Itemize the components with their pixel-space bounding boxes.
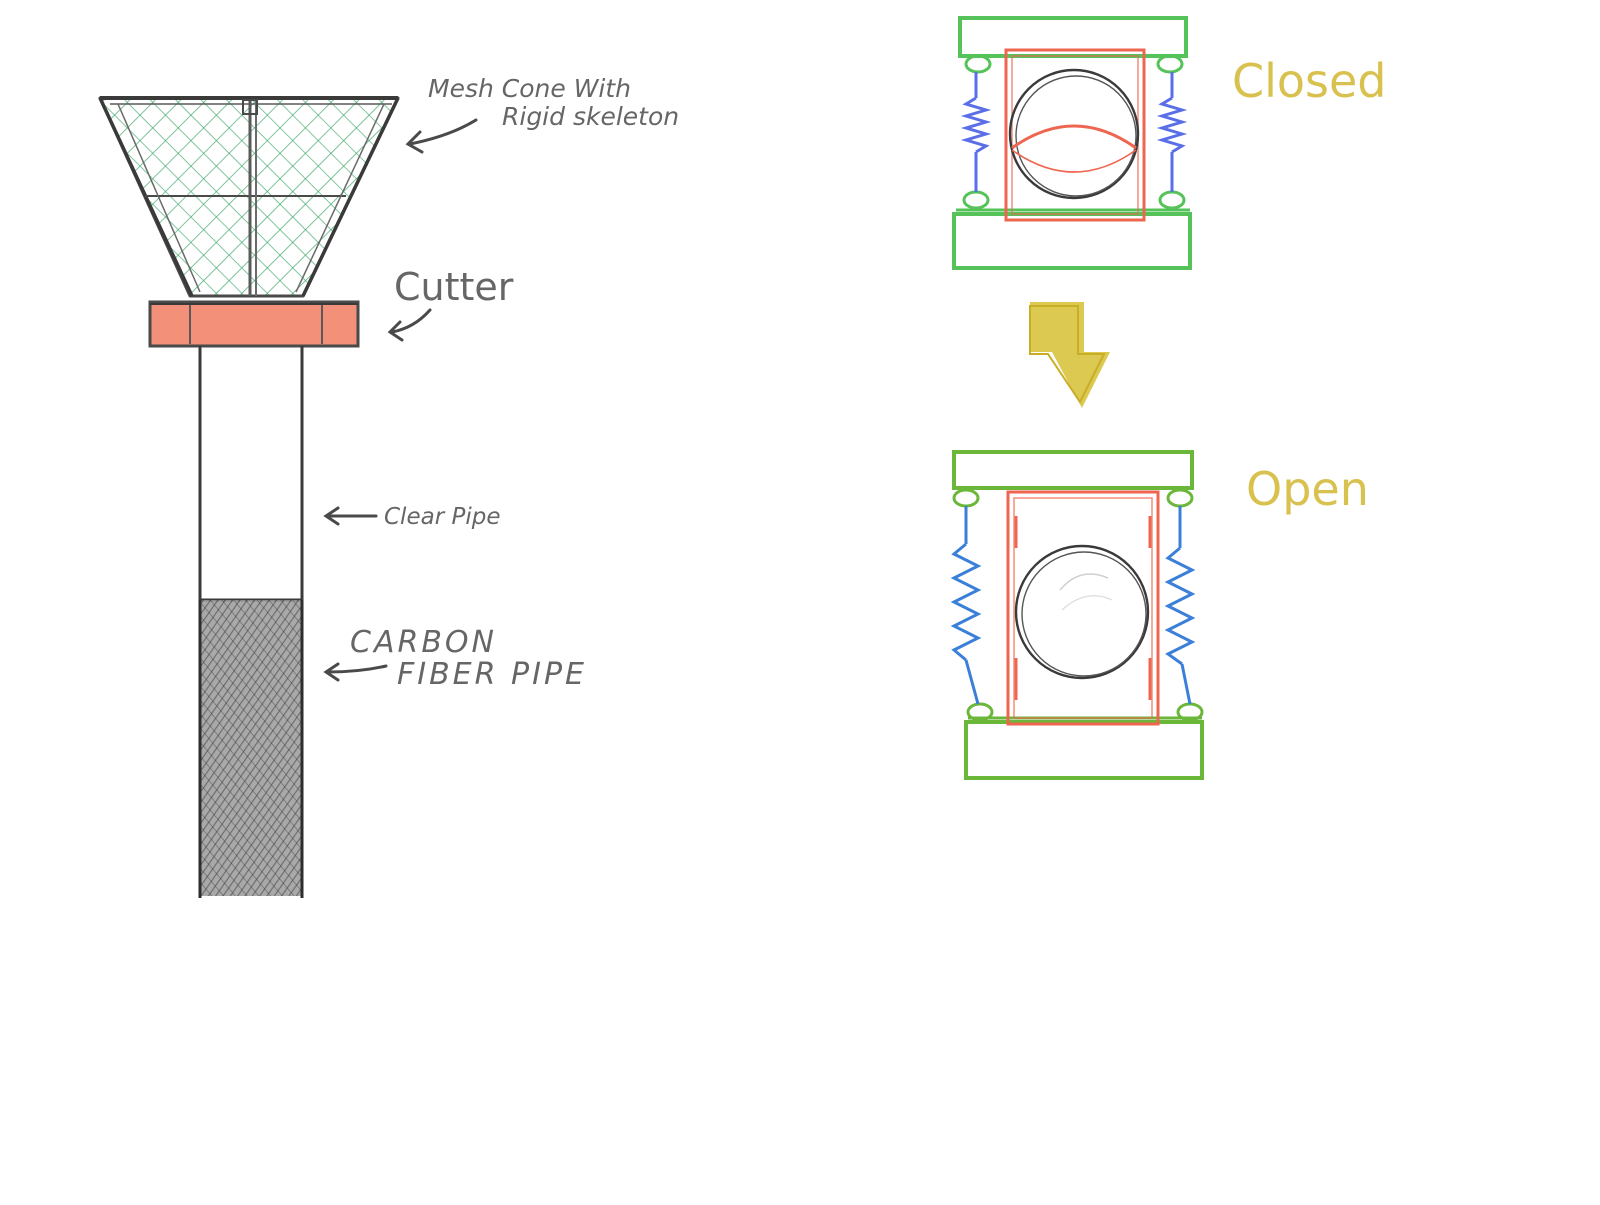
- open-valve: [954, 452, 1202, 778]
- closed-spring-left: [966, 72, 986, 192]
- open-spring-right: [1168, 506, 1192, 704]
- closed-spring-right: [1162, 72, 1182, 192]
- clear-pipe-arrow: [326, 508, 376, 524]
- closed-state-label: Closed: [1232, 58, 1387, 104]
- mesh-cone-label-line2: Rigid skeleton: [502, 104, 679, 129]
- open-spring-left: [954, 506, 978, 704]
- carbon-fiber-label: CARBON: [350, 628, 497, 658]
- carbon-fiber-label-line2: FIBER PIPE: [397, 660, 587, 690]
- mesh-cone-arrow: [408, 120, 476, 152]
- cutter-ring: [150, 302, 358, 346]
- open-state-label: Open: [1246, 466, 1369, 512]
- clear-pipe-label: Clear Pipe: [384, 506, 500, 529]
- closed-valve: [954, 18, 1190, 268]
- carbon-fiber-pipe: [200, 600, 302, 898]
- mesh-cone-label: Mesh Cone With: [428, 76, 631, 101]
- clear-pipe: [200, 346, 302, 600]
- cutter-label: Cutter: [394, 268, 513, 306]
- carbon-pipe-arrow: [326, 664, 386, 680]
- cutter-arrow: [390, 310, 430, 340]
- state-transition-arrow: [1030, 302, 1110, 408]
